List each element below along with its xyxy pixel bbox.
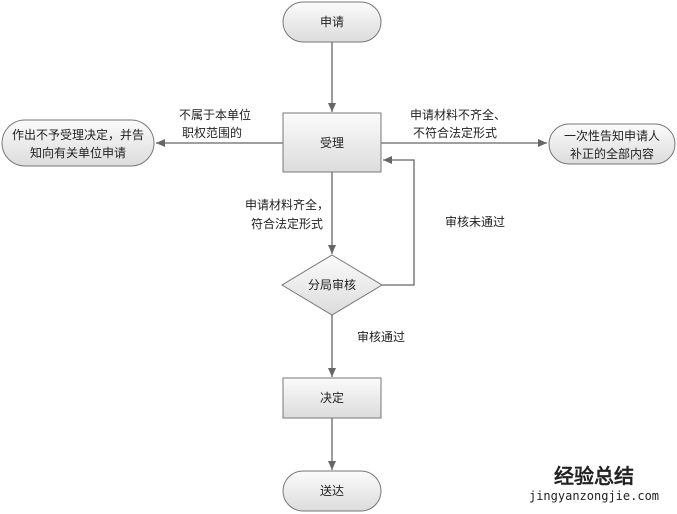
reject-label-2: 知向有关单位申请 xyxy=(30,145,126,160)
edge-label-complete-2: 符合法定形式 xyxy=(251,216,323,231)
node-decide xyxy=(282,377,382,419)
reject-label-1: 作出不予受理决定，并告 xyxy=(12,127,144,142)
edge-review-failed-loop xyxy=(381,156,415,286)
notify-label-2: 补正的全部内容 xyxy=(570,146,654,161)
edge-label-review-passed: 审核通过 xyxy=(357,329,405,344)
review-label: 分局审核 xyxy=(308,277,356,292)
start-label: 申请 xyxy=(320,15,344,29)
node-notify xyxy=(548,123,676,165)
watermark-logo: 经验总结 xyxy=(554,464,634,488)
edge-label-out-of-scope-2: 职权范围的 xyxy=(182,125,242,140)
accept-label: 受理 xyxy=(320,136,344,150)
node-deliver xyxy=(282,470,382,512)
edge-label-incomplete-1: 申请材料不齐全、 xyxy=(410,107,506,122)
edge-label-review-failed: 审核未通过 xyxy=(445,214,505,229)
node-accept xyxy=(282,112,382,173)
node-start xyxy=(282,1,382,43)
edge-label-complete-1: 申请材料齐全， xyxy=(245,197,329,212)
edge-label-incomplete-2: 不符合法定形式 xyxy=(413,125,497,140)
node-reject xyxy=(1,119,155,167)
decide-label: 决定 xyxy=(320,390,344,405)
deliver-label: 送达 xyxy=(320,483,344,498)
node-review xyxy=(281,254,383,316)
watermark-url: jingyanzongjie.com xyxy=(529,489,659,503)
notify-label-1: 一次性告知申请人 xyxy=(564,129,660,143)
edge-label-out-of-scope-1: 不属于本单位 xyxy=(179,107,251,122)
